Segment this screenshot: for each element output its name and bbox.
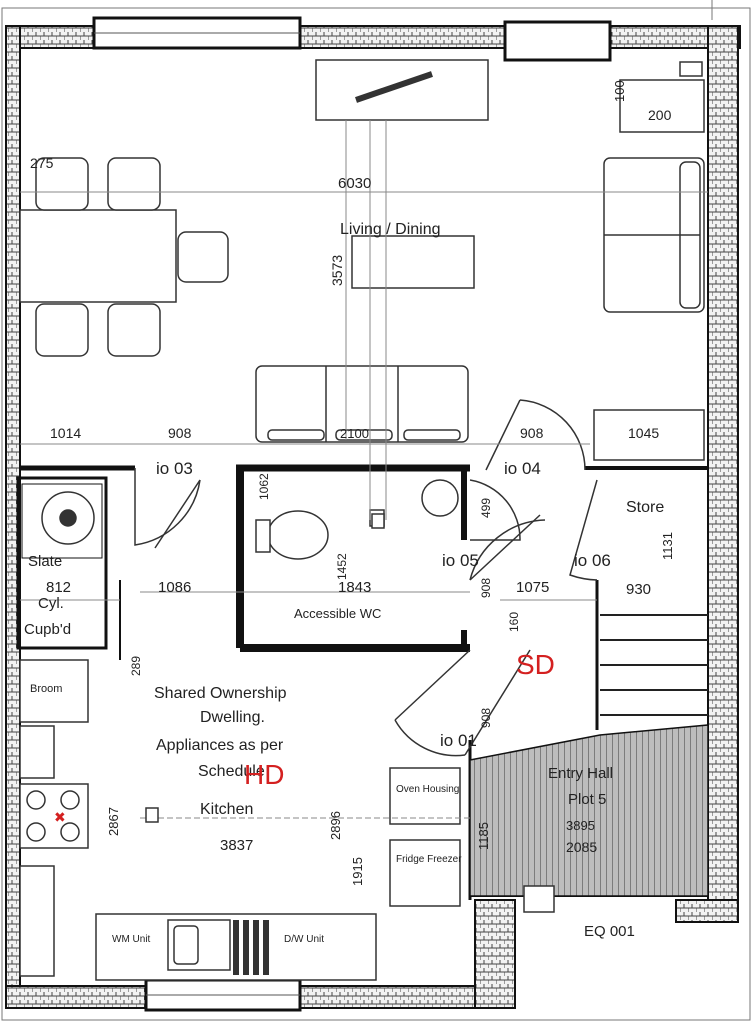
dim-label: 1075 xyxy=(516,579,549,596)
door-label-io03: io 03 xyxy=(156,459,193,478)
dim-label: 3895 xyxy=(566,818,595,833)
dim-label: 1086 xyxy=(158,579,191,596)
wash-basin xyxy=(421,479,459,517)
dim-label: 289 xyxy=(129,656,143,676)
dining-chair xyxy=(107,303,161,357)
dim-label: 908 xyxy=(479,708,493,728)
dim-label: 100 xyxy=(612,80,627,102)
dim-label: 1843 xyxy=(338,579,371,596)
toilet xyxy=(267,510,329,560)
dim-label: 1915 xyxy=(350,857,365,886)
note-line-3: Appliances as per xyxy=(156,737,284,754)
room-label-living: Living / Dining xyxy=(340,221,441,238)
label-oven: Oven Housing xyxy=(396,784,459,795)
dim-label: 812 xyxy=(46,579,71,596)
dining-chair xyxy=(35,303,89,357)
door-swings xyxy=(134,399,598,757)
label-wm-unit: WM Unit xyxy=(112,934,151,945)
note-line-2: Dwelling. xyxy=(200,709,265,726)
dim-label: 1452 xyxy=(335,553,349,580)
label-cyl: Cyl. xyxy=(38,595,64,612)
dim-label: 6030 xyxy=(338,175,371,192)
dining-chair xyxy=(177,231,229,283)
dim-label: 1045 xyxy=(628,425,659,441)
label-slate: Slate xyxy=(28,553,62,570)
cross-mark-icon: ✖ xyxy=(54,809,66,825)
dim-label: 3837 xyxy=(220,837,253,854)
door-label-io05: io 05 xyxy=(442,551,479,570)
dim-label: 930 xyxy=(626,581,651,598)
room-label-wc: Accessible WC xyxy=(294,606,381,621)
dim-label: 908 xyxy=(520,425,544,441)
notes: Shared Ownership Dwelling. Appliances as… xyxy=(154,685,287,780)
dim-label: 1185 xyxy=(476,822,491,850)
sofa-bottom xyxy=(255,365,469,443)
furniture xyxy=(19,59,705,981)
dim-label: 2867 xyxy=(106,807,121,836)
dim-label: 2100 xyxy=(340,426,369,441)
dim-label: 1062 xyxy=(257,473,271,500)
dimension-labels: 275 6030 3573 100 200 1014 908 908 1045 … xyxy=(30,80,675,886)
label-fridge: Fridge Freezer xyxy=(396,854,462,865)
broom-cupboard xyxy=(19,659,89,723)
dining-table xyxy=(19,209,177,303)
note-line-1: Shared Ownership xyxy=(154,685,287,702)
tag-hd: HD xyxy=(244,759,284,790)
label-cupboard: Cupb'd xyxy=(24,621,71,638)
dim-label: 3573 xyxy=(329,255,345,286)
door-label-io06: io 06 xyxy=(574,551,611,570)
dim-label: 1131 xyxy=(660,532,675,560)
label-dw-unit: D/W Unit xyxy=(284,934,324,945)
fridge-freezer xyxy=(389,839,461,907)
room-label-plot: Plot 5 xyxy=(568,791,606,808)
dim-label: 160 xyxy=(507,612,521,632)
cabinet xyxy=(619,79,705,133)
door-label-io04: io 04 xyxy=(504,459,541,478)
dimension-lines xyxy=(20,120,708,819)
dim-label: 2085 xyxy=(566,839,597,855)
tag-sd: SD xyxy=(516,649,555,680)
label-broom: Broom xyxy=(30,683,62,695)
tags: SD HD xyxy=(244,649,555,790)
dim-label: 2896 xyxy=(328,811,343,840)
dining-chair xyxy=(107,157,161,211)
oven-housing xyxy=(389,767,461,825)
note-line-4: Schedule xyxy=(198,763,265,780)
coffee-table xyxy=(351,235,475,289)
door-label-io01: io 01 xyxy=(440,731,477,750)
room-label-kitchen: Kitchen xyxy=(200,801,253,818)
dim-label: 908 xyxy=(479,578,493,598)
tv-unit xyxy=(315,59,489,121)
label-door-code: EQ 001 xyxy=(584,923,635,940)
dim-label: 275 xyxy=(30,155,54,171)
door-labels: io 01 io 03 io 04 io 05 io 06 xyxy=(156,459,611,750)
room-label-entry: Entry Hall xyxy=(548,765,613,782)
dim-label: 200 xyxy=(648,107,672,123)
room-labels: Living / Dining Accessible WC Store Kitc… xyxy=(24,221,664,945)
dim-label: 499 xyxy=(479,498,493,518)
dining-chair xyxy=(35,157,89,211)
dim-label: 1014 xyxy=(50,425,81,441)
dim-label: 908 xyxy=(168,425,192,441)
stair-hatch xyxy=(469,614,709,897)
room-label-store: Store xyxy=(626,499,664,516)
